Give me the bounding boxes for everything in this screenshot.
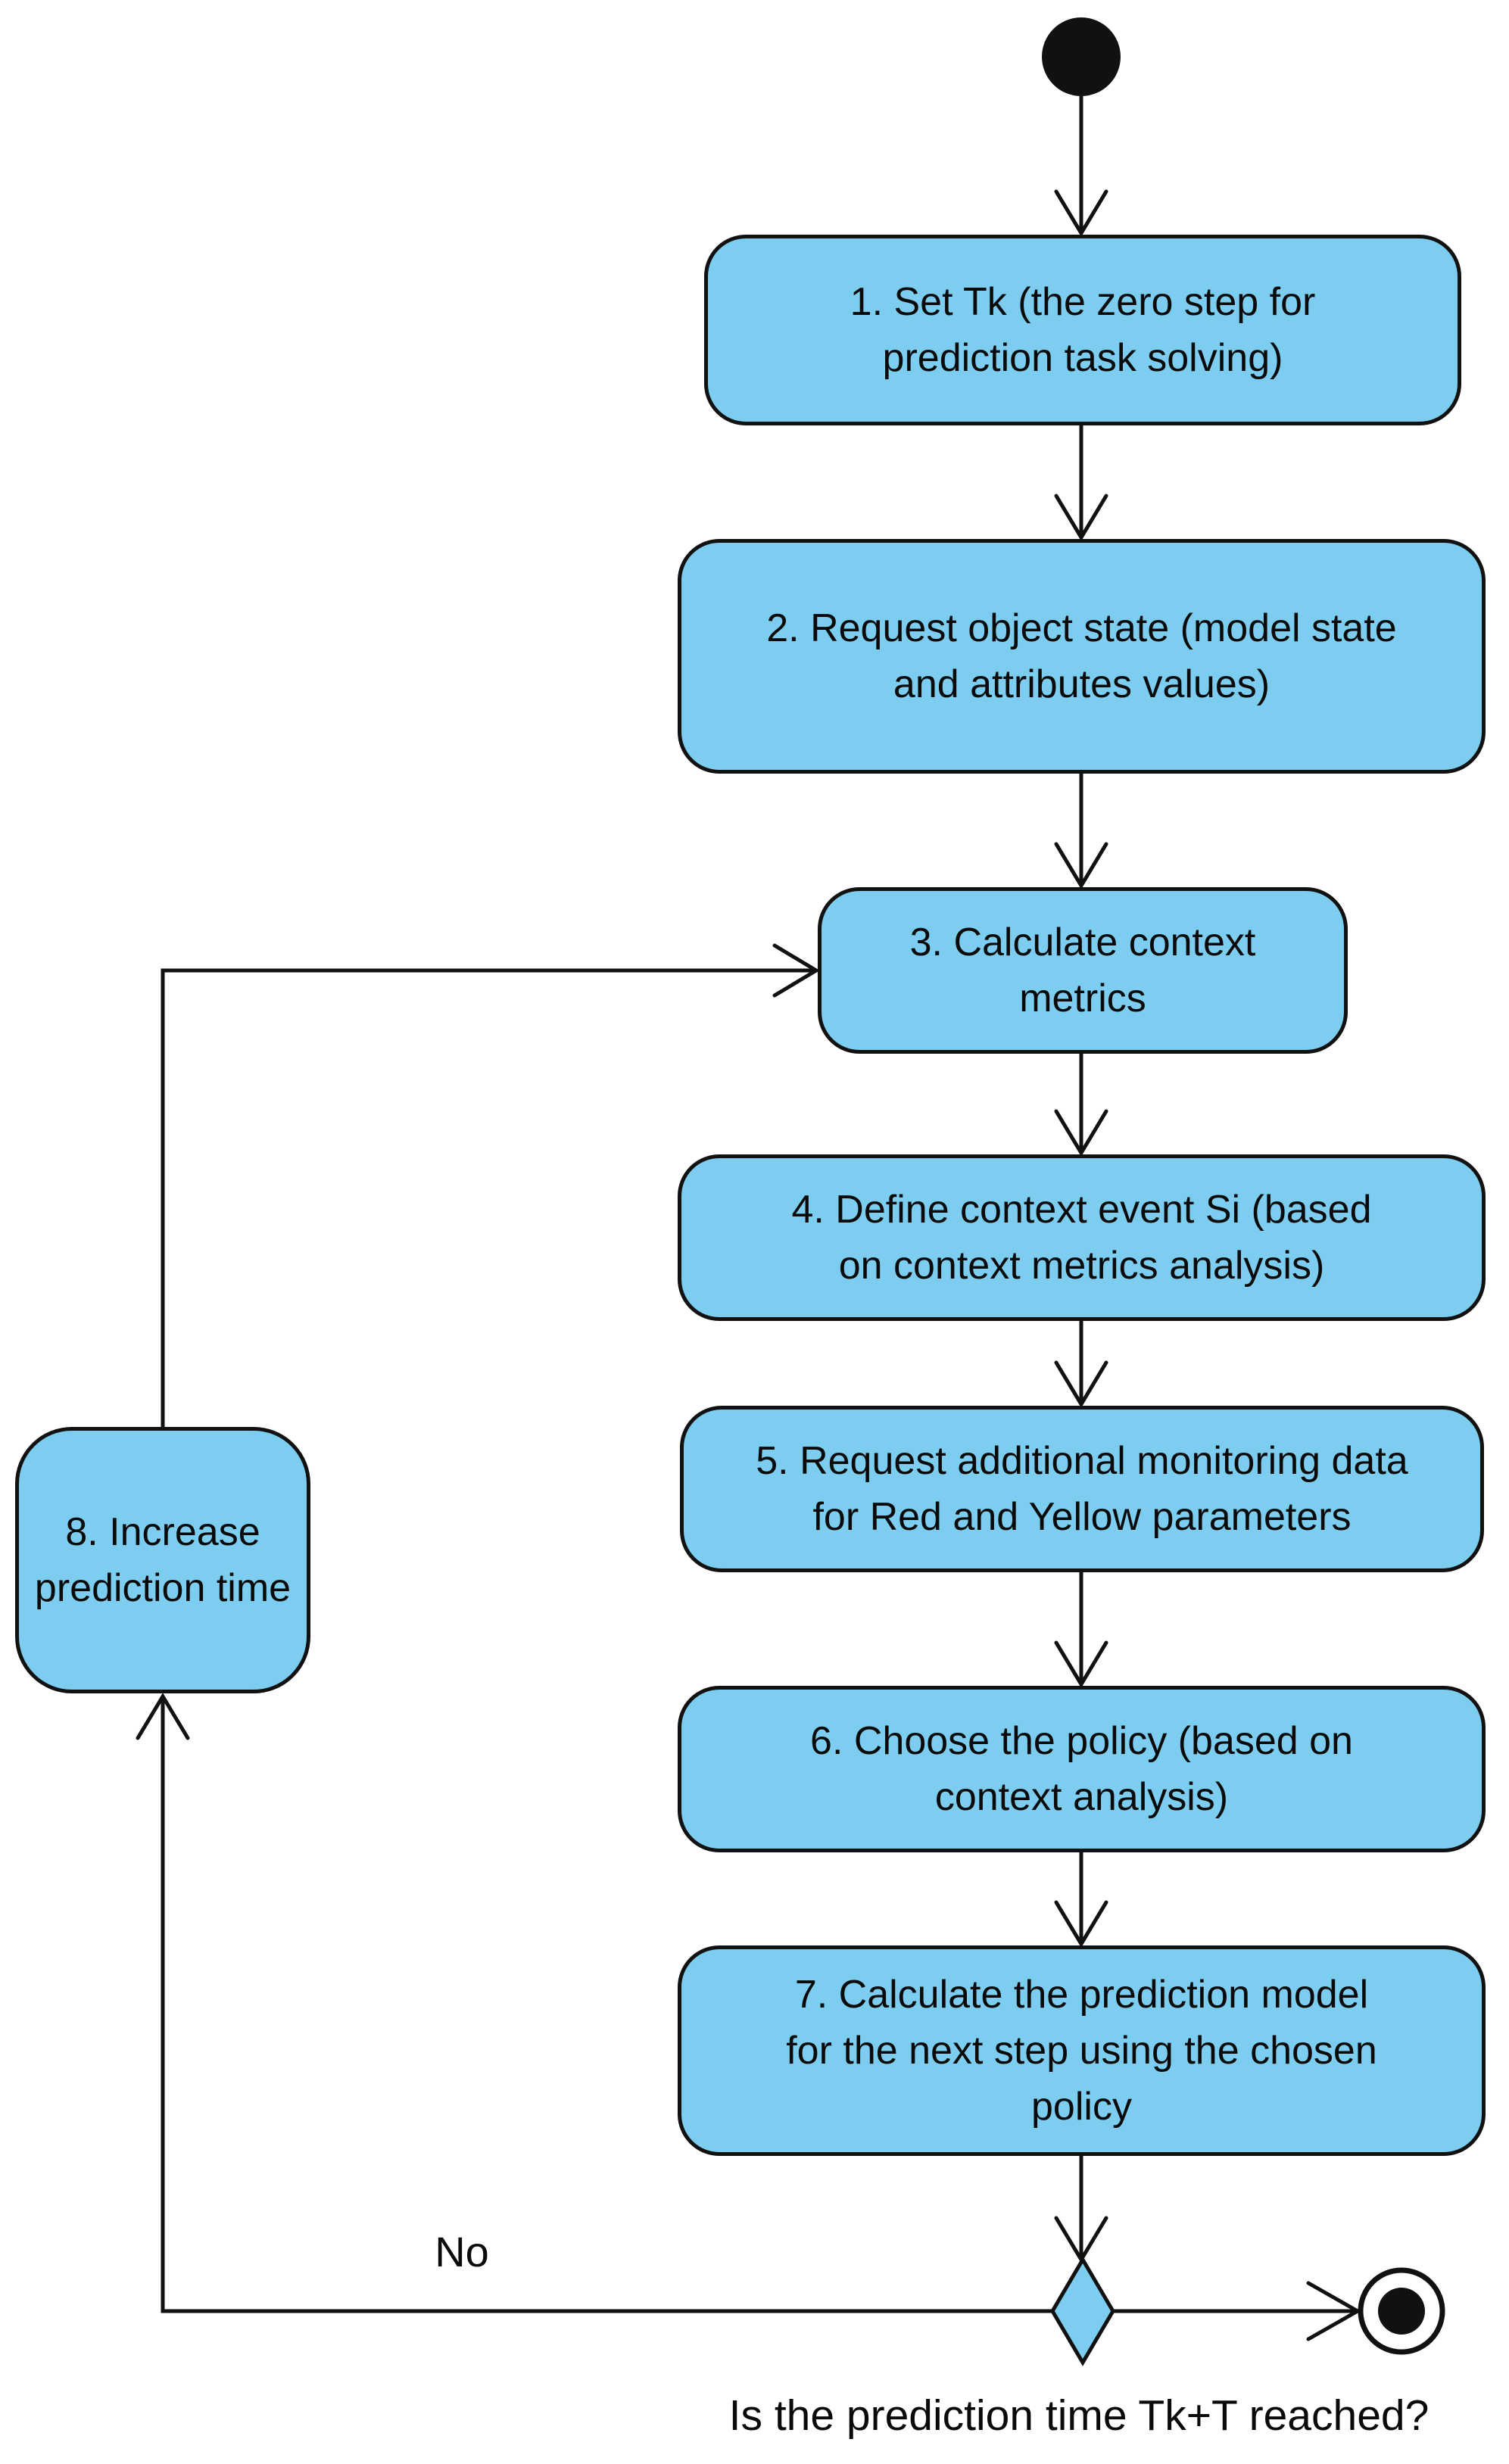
decision-caption: Is the prediction time Tk+T reached? [728, 2391, 1429, 2440]
activity-box-4-define-context-event: 4. Define context event Si (based on con… [678, 1154, 1486, 1321]
arrowhead-down-icon [1054, 494, 1108, 541]
activity-text: for Red and Yellow parameters [812, 1495, 1352, 1539]
activity-text: 8. Increase [65, 1510, 260, 1554]
activity-text: prediction task solving) [882, 336, 1283, 380]
edge-box8-to-box3 [161, 968, 816, 1427]
arrowhead-up-icon [136, 1693, 190, 1740]
arrowhead-right-icon [772, 943, 820, 998]
arrowhead-down-icon [1054, 1900, 1108, 1948]
arrowhead-down-icon [1054, 842, 1108, 889]
activity-text: 4. Define context event Si (based [791, 1188, 1372, 1232]
activity-box-6-choose-policy: 6. Choose the policy (based on context a… [678, 1686, 1486, 1852]
edge-decision-no-to-box8 [161, 1696, 1052, 2313]
activity-text: 2. Request object state (model state [766, 606, 1397, 650]
start-node [1042, 17, 1121, 96]
activity-box-1-set-tk: 1. Set Tk (the zero step for prediction … [704, 235, 1461, 425]
activity-box-3-calculate-context-metrics: 3. Calculate context metrics [818, 887, 1348, 1054]
arrowhead-right-icon [1306, 2281, 1362, 2341]
arrowhead-down-icon [1054, 1109, 1108, 1157]
activity-text: 3. Calculate context [909, 920, 1256, 964]
end-node-core [1378, 2288, 1425, 2335]
activity-text: 1. Set Tk (the zero step for [850, 280, 1316, 324]
activity-text: metrics [1019, 977, 1146, 1020]
edge-label-no: No [435, 2228, 489, 2276]
activity-text: prediction time [34, 1566, 292, 1610]
arrowhead-down-icon [1054, 189, 1108, 237]
activity-text: context analysis) [934, 1775, 1229, 1819]
activity-text: on context metrics analysis) [838, 1244, 1325, 1288]
activity-box-5-request-additional-data: 5. Request additional monitoring data fo… [680, 1406, 1484, 1572]
activity-text: 7. Calculate the prediction model [794, 1973, 1369, 2017]
activity-box-8-increase-prediction-time: 8. Increase prediction time [15, 1427, 310, 1693]
arrowhead-down-icon [1054, 1640, 1108, 1688]
activity-text: and attributes values) [893, 662, 1270, 706]
activity-text: 6. Choose the policy (based on [810, 1719, 1353, 1763]
decision-diamond [1050, 2256, 1115, 2366]
activity-text: 5. Request additional monitoring data [756, 1439, 1408, 1483]
arrowhead-down-icon [1054, 1360, 1108, 1408]
activity-text: for the next step using the chosen [786, 2029, 1377, 2073]
activity-box-7-calculate-prediction-model: 7. Calculate the prediction model for th… [678, 1945, 1486, 2156]
activity-box-2-request-object-state: 2. Request object state (model state and… [678, 539, 1486, 774]
activity-text: policy [1031, 2085, 1132, 2129]
